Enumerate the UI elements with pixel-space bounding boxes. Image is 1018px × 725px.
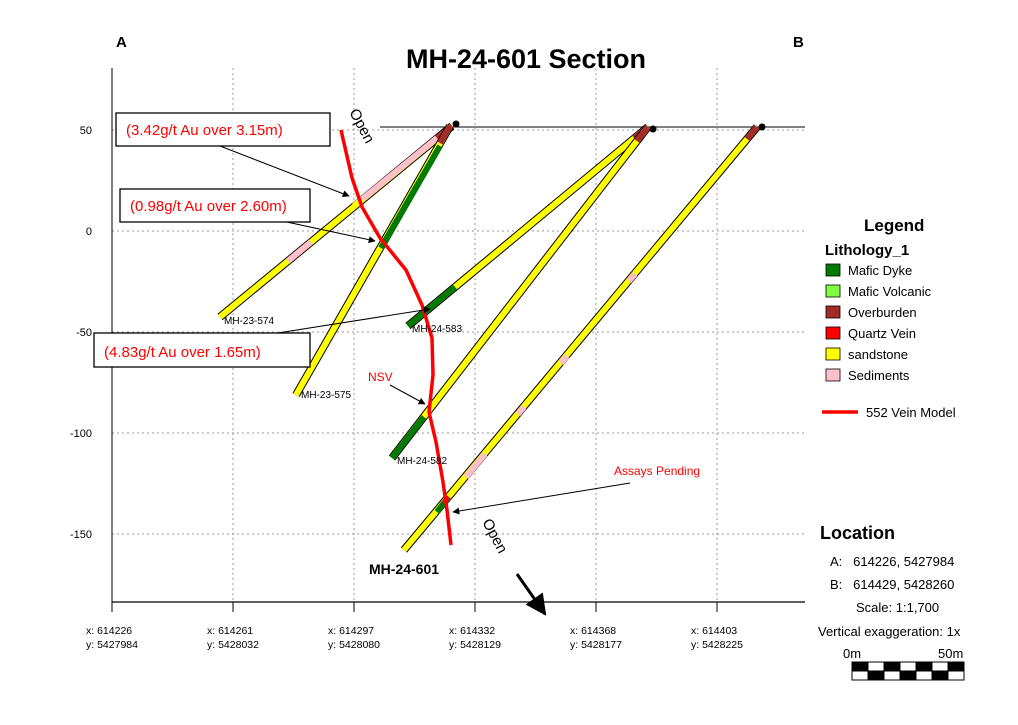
x-tick-northing: y: 5428080 xyxy=(328,639,380,651)
assay-callout-text: (4.83g/t Au over 1.65m) xyxy=(104,344,261,361)
corner-label-b: B xyxy=(793,34,804,51)
x-axis-ticks xyxy=(111,602,718,612)
assays-pending-label: Assays Pending xyxy=(614,464,700,478)
y-tick-label: -150 xyxy=(70,529,92,541)
location-title: Location xyxy=(820,523,895,543)
legend: Legend Lithology_1 Mafic Dyke Mafic Volc… xyxy=(822,216,956,420)
scalebar-end-label: 50m xyxy=(938,646,963,661)
legend-swatch xyxy=(825,368,841,382)
hole-label: MH-24-583 xyxy=(412,324,462,335)
legend-item-label: Mafic Volcanic xyxy=(848,284,932,299)
legend-item-label: Quartz Vein xyxy=(848,326,916,341)
hole-label: MH-23-574 xyxy=(224,316,274,327)
x-tick-easting: x: 614261 xyxy=(207,625,253,637)
callout-box-3: (4.83g/t Au over 1.65m) xyxy=(93,332,311,368)
x-tick-northing: y: 5428177 xyxy=(570,639,622,651)
drillhole-mh-24-601 xyxy=(400,123,766,553)
legend-swatch xyxy=(825,263,841,277)
y-tick-label: -50 xyxy=(76,327,92,339)
legend-item-label: Mafic Dyke xyxy=(848,263,912,278)
y-tick-label: 0 xyxy=(86,226,92,238)
callout-box-2: (0.98g/t Au over 2.60m) xyxy=(119,188,311,223)
x-tick-northing: y: 5428032 xyxy=(207,639,259,651)
location-point-b: B: 614429, 5428260 xyxy=(830,577,954,592)
location-point-a: A: 614226, 5427984 xyxy=(830,554,954,569)
location-panel: Location A: 614226, 5427984 B: 614429, 5… xyxy=(818,523,965,681)
hole-label-main: MH-24-601 xyxy=(369,561,439,577)
legend-vein-label: 552 Vein Model xyxy=(866,405,956,420)
legend-swatch xyxy=(825,284,841,298)
x-tick-easting: x: 614368 xyxy=(570,625,616,637)
x-tick-northing: y: 5428129 xyxy=(449,639,501,651)
legend-item-label: sandstone xyxy=(848,347,908,362)
vein-model-552-line xyxy=(339,129,453,546)
legend-swatch xyxy=(825,347,841,361)
corner-label-a: A xyxy=(116,34,127,51)
x-tick-easting: x: 614297 xyxy=(328,625,374,637)
hole-label: MH-23-575 xyxy=(301,390,351,401)
open-label-top: Open xyxy=(345,106,377,146)
legend-item-label: Sediments xyxy=(848,368,910,383)
legend-swatch xyxy=(825,326,841,340)
legend-title: Legend xyxy=(864,216,924,235)
legend-item-label: Overburden xyxy=(848,305,917,320)
open-label-bottom: Open xyxy=(478,516,510,556)
y-tick-label: 50 xyxy=(80,125,92,137)
hole-labels: MH-23-574 MH-24-583 MH-23-575 MH-24-582 xyxy=(224,316,462,467)
callout-box-1: (3.42g/t Au over 3.15m) xyxy=(115,112,331,147)
assay-callout-text: (0.98g/t Au over 2.60m) xyxy=(130,198,287,215)
location-vertical-exaggeration: Vertical exaggeration: 1x xyxy=(818,624,961,639)
drillhole-mh-24-582 xyxy=(388,125,651,461)
x-tick-easting: x: 614403 xyxy=(691,625,737,637)
hole-label: MH-24-582 xyxy=(397,456,447,467)
x-tick-northing: y: 5428225 xyxy=(691,639,743,651)
x-axis-labels: x: 614226 y: 5427984 x: 614261 y: 542803… xyxy=(86,625,743,651)
section-title: MH-24-601 Section xyxy=(406,44,646,74)
grid xyxy=(112,68,805,602)
nsv-label: NSV xyxy=(368,370,393,384)
x-tick-easting: x: 614332 xyxy=(449,625,495,637)
y-axis-labels: 50 0 -50 -100 -150 xyxy=(70,125,92,541)
open-arrow xyxy=(515,573,547,616)
location-scale: Scale: 1:1,700 xyxy=(856,600,939,615)
scale-bar xyxy=(851,661,965,681)
x-tick-northing: y: 5427984 xyxy=(86,639,138,651)
scalebar-start-label: 0m xyxy=(843,646,861,661)
legend-subtitle: Lithology_1 xyxy=(825,242,909,259)
x-tick-easting: x: 614226 xyxy=(86,625,132,637)
y-tick-label: -100 xyxy=(70,428,92,440)
assay-callout-text: (3.42g/t Au over 3.15m) xyxy=(126,122,283,139)
legend-swatch xyxy=(825,305,841,319)
drillhole-mh-23-575 xyxy=(292,124,454,397)
